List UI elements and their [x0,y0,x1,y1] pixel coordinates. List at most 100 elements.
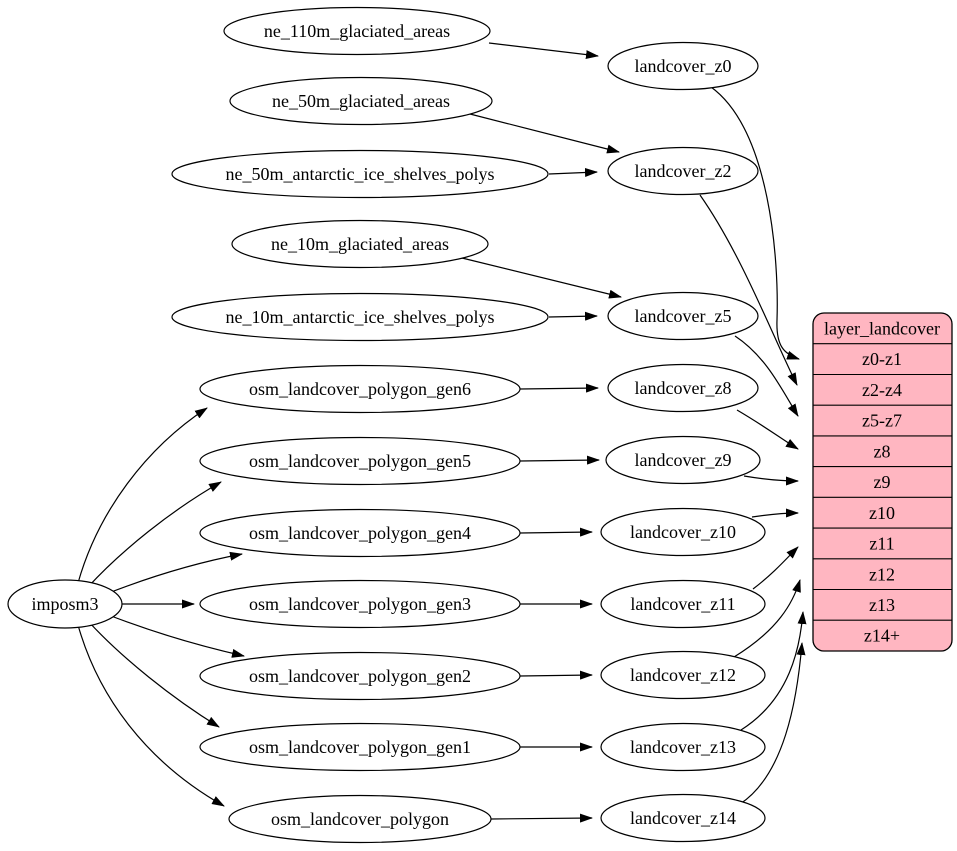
edge-imposm3-to-gen1 [87,620,220,728]
edge-gen4-to-z10 [519,527,593,537]
gen4-ellipse [199,508,521,558]
ne10m-glaciated-label: ne_10m_glaciated_areas [271,234,449,254]
node-osm_landcover_polygon: osm_landcover_polygon [228,794,492,844]
landcover-z2-label: landcover_z2 [635,161,732,181]
node-landcover_z11: landcover_z11 [600,579,766,629]
edge-gen2-to-z12 [519,670,593,680]
ne10m-antarctic-label: ne_10m_antarctic_ice_shelves_polys [226,307,495,327]
node-landcover_z5: landcover_z5 [607,291,759,341]
edge-z10-to-row-z10 [751,508,799,518]
landcover-z13-ellipse [600,722,766,772]
node-osm_landcover_polygon_gen4: osm_landcover_polygon_gen4 [199,508,521,558]
landcover-z8-label: landcover_z8 [635,378,732,398]
edge-ne50m-antarctic-to-z2 [548,168,598,177]
node-landcover_z10: landcover_z10 [600,507,766,557]
node-ne_110m_glaciated_areas: ne_110m_glaciated_areas [223,6,491,56]
edge-z2-to-row-z2-z4 [699,194,798,386]
node-ne_50m_antarctic_ice_shelves_polys: ne_50m_antarctic_ice_shelves_polys [171,149,549,199]
layer-landcover-title: layer_landcover [824,319,940,339]
node-landcover_z2: landcover_z2 [607,146,759,196]
landcover-z10-label: landcover_z10 [630,522,736,542]
edge-z9-to-row-z9 [743,475,799,486]
ne110m-label: ne_110m_glaciated_areas [264,21,450,41]
layer-row-z13: z13 [869,595,895,615]
edge-imposm3-to-gen5 [87,481,222,588]
layer-row-z14plus: z14+ [864,626,900,646]
landcover-z11-ellipse [600,579,766,629]
node-ne_50m_glaciated_areas: ne_50m_glaciated_areas [229,76,493,126]
edge-ne110m-to-z0 [488,42,599,60]
landcover-z5-label: landcover_z5 [635,306,732,326]
ne50m-antarctic-ellipse [171,149,549,199]
landcover-z8-ellipse [607,363,759,413]
node-landcover_z12: landcover_z12 [600,650,766,700]
edge-z0-to-row-z0-z1 [710,86,800,360]
edge-imposm3-to-gen2 [105,613,245,658]
landcover-z12-ellipse [600,650,766,700]
landcover-z14-ellipse [600,793,766,843]
node-osm_landcover_polygon_gen2: osm_landcover_polygon_gen2 [199,651,521,701]
edges-source-to-intermediate [461,42,622,823]
gen1-label: osm_landcover_polygon_gen1 [249,737,471,757]
edges-intermediate-to-layer [699,86,807,805]
node-imposm3: imposm3 [7,579,123,629]
landcover-z14-label: landcover_z14 [630,808,736,828]
node-osm_landcover_polygon_gen5: osm_landcover_polygon_gen5 [199,436,521,486]
ne10m-glaciated-ellipse [231,219,489,269]
node-osm_landcover_polygon_gen6: osm_landcover_polygon_gen6 [199,364,521,414]
edge-z5-to-row-z5-z7 [734,335,799,417]
gen6-ellipse [199,364,521,414]
gen2-ellipse [199,651,521,701]
layer-landcover-box [812,312,953,652]
node-layer_landcover: layer_landcover z0-z1 z2-z4 z5-z7 z8 z9 … [812,312,953,652]
layer-row-z12: z12 [869,564,895,584]
landcover-z2-ellipse [607,146,759,196]
node-landcover_z0: landcover_z0 [607,41,759,91]
landcover-z5-ellipse [607,291,759,341]
gen1-ellipse [199,722,521,772]
gen4-label: osm_landcover_polygon_gen4 [249,523,471,543]
edge-gen5-to-z9 [519,455,600,465]
edge-imposm3-to-gen6 [77,407,208,584]
edge-gen6-to-z8 [519,383,599,393]
ne50m-glaciated-ellipse [229,76,493,126]
landcover-z0-label: landcover_z0 [635,56,732,76]
imposm3-label: imposm3 [31,594,98,614]
edge-z11-to-row-z11 [752,546,799,590]
landcover-z13-label: landcover_z13 [630,737,736,757]
node-osm_landcover_polygon_gen3: osm_landcover_polygon_gen3 [199,579,521,629]
ne10m-antarctic-ellipse [171,292,549,342]
polygon-ellipse [228,794,492,844]
polygon-label: osm_landcover_polygon [271,809,449,829]
gen2-label: osm_landcover_polygon_gen2 [249,666,471,686]
imposm3-ellipse [7,579,123,629]
edge-imposm3-to-gen4 [105,551,243,595]
landcover-z12-label: landcover_z12 [630,665,736,685]
node-osm_landcover_polygon_gen1: osm_landcover_polygon_gen1 [199,722,521,772]
landcover-z0-ellipse [607,41,759,91]
edge-imposm3-to-polygon [77,624,225,807]
gen6-label: osm_landcover_polygon_gen6 [249,379,471,399]
ne50m-glaciated-label: ne_50m_glaciated_areas [272,91,450,111]
layer-row-z10: z10 [869,503,895,523]
node-landcover_z9: landcover_z9 [605,435,761,485]
landcover-z11-label: landcover_z11 [630,594,735,614]
edges-imposm3 [77,407,245,807]
node-ne_10m_antarctic_ice_shelves_polys: ne_10m_antarctic_ice_shelves_polys [171,292,549,342]
layer-row-z8: z8 [874,441,891,461]
gen5-ellipse [199,436,521,486]
gen3-ellipse [199,579,521,629]
landcover-z10-ellipse [600,507,766,557]
layer-row-z9: z9 [874,472,891,492]
layer-row-z0-z1: z0-z1 [862,349,902,369]
layer-row-z2-z4: z2-z4 [862,380,902,400]
landcover-z9-ellipse [605,435,761,485]
ne50m-antarctic-label: ne_50m_antarctic_ice_shelves_polys [226,164,495,184]
layer-row-z11: z11 [869,534,894,554]
edge-polygon-to-z14 [490,813,593,823]
edge-ne50m-glaciated-to-z2 [469,113,620,154]
edge-ne10m-glaciated-to-z5 [461,257,622,299]
layer-row-z5-z7: z5-z7 [862,411,902,431]
